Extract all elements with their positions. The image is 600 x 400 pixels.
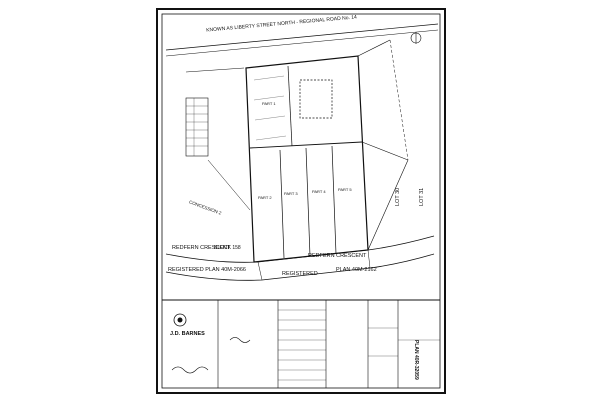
block-label: BLOCK 158 <box>214 245 241 251</box>
road-tick <box>257 261 263 281</box>
crescent-label-right: REDFERN CRESCENT <box>308 253 367 259</box>
lot-30-label: LOT 30 <box>395 187 401 206</box>
parcel-divider <box>249 141 363 149</box>
registered-plan-right: REGISTERED <box>282 271 318 277</box>
lot-boundary <box>389 39 409 161</box>
survey-plan-sheet: KNOWN AS LIBERTY STREET NORTH - REGIONAL… <box>156 8 446 394</box>
boundary-line <box>207 159 251 211</box>
boundary-line <box>185 67 245 73</box>
lot-line <box>279 149 285 259</box>
company-logo-dot <box>177 317 183 323</box>
inner-border <box>161 13 441 389</box>
easement-line <box>357 39 391 57</box>
owner-signature <box>229 337 251 343</box>
registered-plan-left: REGISTERED PLAN 40M-2066 <box>168 267 246 273</box>
part-5-label: PART 5 <box>338 187 352 192</box>
parcel-outline <box>245 55 369 263</box>
plan-number-title: PLAN 40R-32059 <box>413 340 419 380</box>
notes-table <box>185 97 209 157</box>
road-line-north <box>165 23 439 51</box>
notes-table-rows <box>186 98 208 156</box>
part-4-label: PART 4 <box>312 189 326 194</box>
crescent-label-left: REDFERN CRESCENT <box>172 245 231 251</box>
building-footprint <box>299 79 333 119</box>
hatch-pattern <box>253 75 287 141</box>
lot-line <box>331 145 337 255</box>
part-3-label: PART 3 <box>284 191 298 196</box>
part-2-label: PART 2 <box>258 195 272 200</box>
road-tick <box>367 249 371 269</box>
plan-number-right: PLAN 40M-2162 <box>336 267 377 273</box>
lot-boundary <box>361 141 409 161</box>
lot-line <box>287 65 293 147</box>
title-block-rows <box>278 309 440 381</box>
company-logo-icon <box>173 313 187 327</box>
surveyor-signature <box>171 366 209 374</box>
lot-line <box>305 147 311 257</box>
part-1-label: PART 1 <box>262 101 276 106</box>
company-name: J.D. BARNES <box>170 331 205 337</box>
road-line-south <box>165 29 439 57</box>
lot-boundary <box>367 159 409 251</box>
lot-31-label: LOT 31 <box>419 187 425 206</box>
site-plan-drawing <box>161 13 441 389</box>
